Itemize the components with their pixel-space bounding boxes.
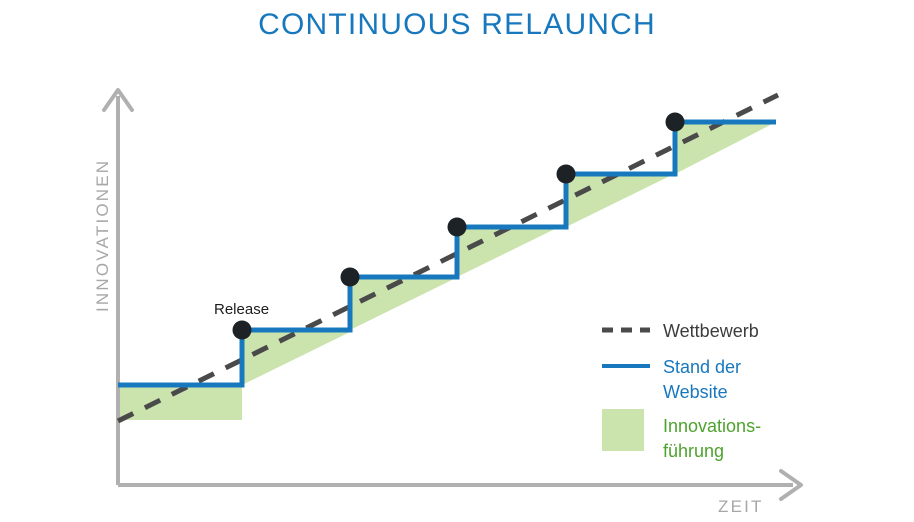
release-dot xyxy=(665,112,685,132)
lead-area-triangle xyxy=(675,122,776,174)
page-title: CONTINUOUS RELAUNCH xyxy=(258,8,656,41)
legend-label-wettbewerb: Wettbewerb xyxy=(663,321,759,341)
legend-label-website-line1: Stand der xyxy=(663,357,741,377)
website-step-line xyxy=(118,119,776,388)
legend-label-website-line2: Website xyxy=(663,382,728,402)
innovation-lead-areas xyxy=(118,122,776,480)
chart-legend: Wettbewerb Stand der Website Innovations… xyxy=(602,321,761,461)
lead-area-segment xyxy=(118,420,242,480)
lead-area-triangle xyxy=(457,227,559,277)
legend-label-leadership-line2: führung xyxy=(663,441,724,461)
y-axis-label: INNOVATIONEN xyxy=(93,159,112,312)
release-dot xyxy=(556,164,576,184)
legend-item-wettbewerb[interactable]: Wettbewerb xyxy=(602,321,759,341)
x-axis-label: ZEIT xyxy=(718,497,764,516)
lead-area-triangle xyxy=(242,330,354,385)
competitor-trend-line xyxy=(116,92,780,424)
legend-label-leadership-line1: Innovations- xyxy=(663,416,761,436)
legend-item-innovationsfuehrung[interactable]: Innovations- führung xyxy=(602,409,761,461)
release-dot xyxy=(340,267,360,287)
x-axis-arrowhead xyxy=(779,469,803,501)
y-axis-arrowhead xyxy=(102,88,134,112)
release-dot xyxy=(447,217,467,237)
legend-green-swatch-icon xyxy=(602,409,644,451)
release-dot xyxy=(232,320,252,340)
release-annotation-label: Release xyxy=(214,301,269,318)
lead-area-triangle xyxy=(350,277,458,330)
release-points xyxy=(232,112,685,340)
lead-area-triangle xyxy=(566,174,674,227)
legend-item-website[interactable]: Stand der Website xyxy=(602,357,741,402)
